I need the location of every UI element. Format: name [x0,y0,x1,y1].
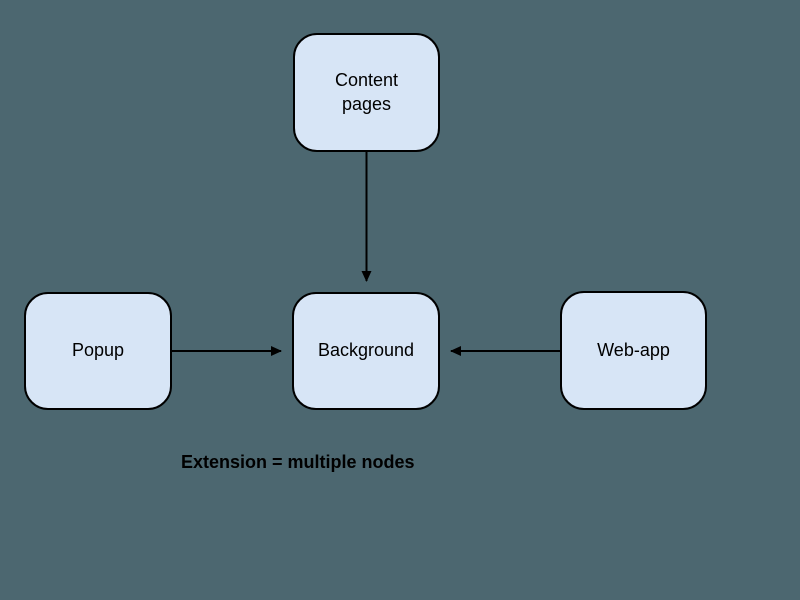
node-popup-label: Popup [71,340,125,361]
node-content-pages: Content pages [293,33,440,152]
node-background: Background [292,292,440,410]
diagram-caption: Extension = multiple nodes [181,452,415,472]
node-web-app: Web-app [560,291,707,410]
node-popup: Popup [24,292,172,410]
node-content-pages-label: Content pages [334,70,399,114]
node-background-label: Background [317,340,415,361]
node-web-app-label: Web-app [597,339,670,360]
